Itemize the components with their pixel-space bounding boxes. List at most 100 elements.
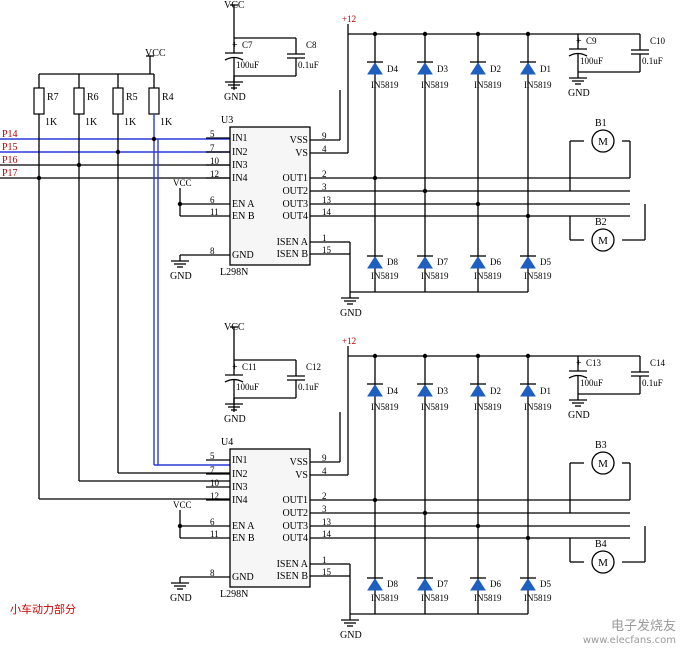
chip-pin-num: 6 bbox=[210, 195, 215, 205]
cap-value: 0.1uF bbox=[642, 378, 663, 388]
junction-dot bbox=[422, 188, 428, 194]
chip-pin-left: EN B bbox=[232, 211, 255, 222]
diode-symbol bbox=[367, 256, 383, 269]
vcc-label: VCC bbox=[145, 48, 166, 59]
diode-symbol bbox=[470, 62, 486, 75]
diode-symbol bbox=[417, 578, 433, 591]
resistor-ref: R6 bbox=[87, 92, 99, 103]
chip-ref: U3 bbox=[221, 115, 233, 126]
chip-u3 bbox=[229, 126, 311, 266]
chip-pin-left: IN1 bbox=[232, 133, 248, 144]
cap-value: 0.1uF bbox=[298, 382, 319, 392]
motor-letter: M bbox=[598, 136, 608, 148]
chip-pin-num: 4 bbox=[322, 466, 327, 476]
gnd-label: GND bbox=[340, 630, 362, 641]
port-label-p15: P15 bbox=[2, 142, 18, 153]
resistor-R5 bbox=[112, 87, 124, 115]
cap-plus: + bbox=[232, 40, 238, 51]
chip-pin-num: 8 bbox=[210, 246, 215, 256]
diode-symbol bbox=[520, 62, 536, 75]
junction-dot bbox=[525, 535, 531, 541]
chip-u4 bbox=[229, 448, 311, 588]
chip-pin-right: OUT3 bbox=[282, 199, 308, 210]
gnd-label: GND bbox=[170, 271, 192, 282]
chip-pin-num: 10 bbox=[210, 478, 220, 488]
chip-pin-num: 8 bbox=[210, 568, 215, 578]
chip-pin-num: 4 bbox=[322, 144, 327, 154]
motor-letter: M bbox=[598, 557, 608, 569]
diode-symbol bbox=[367, 384, 383, 397]
diode-ref: D8 bbox=[387, 257, 398, 267]
junction-dot bbox=[475, 201, 481, 207]
cap-value: 100uF bbox=[236, 60, 259, 70]
chip-pin-num: 1 bbox=[322, 555, 327, 565]
diode-part: IN5819 bbox=[371, 402, 399, 412]
junction-dot bbox=[525, 353, 531, 359]
chip-pin-num: 12 bbox=[210, 491, 219, 501]
diode-symbol bbox=[470, 578, 486, 591]
diode-symbol bbox=[417, 62, 433, 75]
diode-part: IN5819 bbox=[371, 593, 399, 603]
motor-letter: M bbox=[598, 458, 608, 470]
junction-dot bbox=[475, 353, 481, 359]
chip-part: L298N bbox=[220, 589, 248, 600]
diode-part: IN5819 bbox=[421, 593, 449, 603]
diode-part: IN5819 bbox=[474, 593, 502, 603]
chip-pin-left: IN3 bbox=[232, 160, 248, 171]
chip-pin-left: EN A bbox=[232, 199, 255, 210]
port-label-p16: P16 bbox=[2, 155, 18, 166]
diode-symbol bbox=[470, 384, 486, 397]
chip-part: L298N bbox=[220, 267, 248, 278]
diode-ref: D2 bbox=[490, 386, 501, 396]
chip-pin-left: GND bbox=[232, 250, 254, 261]
chip-pin-num: 7 bbox=[210, 465, 215, 475]
motor-label: B4 bbox=[595, 539, 607, 550]
cap-plate-curved bbox=[224, 56, 244, 61]
chip-pin-num: 3 bbox=[322, 182, 327, 192]
chip-pin-num: 11 bbox=[210, 207, 219, 217]
diode-part: IN5819 bbox=[371, 271, 399, 281]
chip-pin-right: ISEN A bbox=[277, 237, 309, 248]
resistor-ref: R7 bbox=[47, 92, 59, 103]
motor-label: B2 bbox=[595, 217, 607, 228]
chip-pin-num: 9 bbox=[322, 131, 327, 141]
diode-ref: D8 bbox=[387, 579, 398, 589]
port-label-p14: P14 bbox=[2, 129, 18, 140]
diode-ref: D4 bbox=[387, 64, 398, 74]
motor-label: B1 bbox=[595, 118, 607, 129]
cap-plus: + bbox=[232, 362, 238, 373]
cap-ref: C9 bbox=[586, 36, 597, 46]
watermark-title: 电子发烧友 bbox=[610, 619, 676, 634]
junction-dot bbox=[525, 213, 531, 219]
diode-ref: D1 bbox=[540, 386, 551, 396]
chip-pin-num: 2 bbox=[322, 491, 327, 501]
junction-dot bbox=[525, 31, 531, 37]
chip-pin-num: 11 bbox=[210, 529, 219, 539]
junction-dot bbox=[475, 31, 481, 37]
gnd-label: GND bbox=[568, 410, 590, 421]
chip-pin-right: VS bbox=[295, 470, 308, 481]
chip-pin-right: OUT1 bbox=[282, 173, 308, 184]
diode-part: IN5819 bbox=[421, 402, 449, 412]
chip-pin-num: 12 bbox=[210, 169, 219, 179]
chip-pin-right: ISEN B bbox=[277, 249, 309, 260]
chip-pin-num: 14 bbox=[322, 529, 332, 539]
resistor-value: 1K bbox=[45, 117, 58, 128]
diode-symbol bbox=[520, 384, 536, 397]
chip-pin-num: 2 bbox=[322, 169, 327, 179]
chip-pin-right: OUT3 bbox=[282, 521, 308, 532]
cap-ref: C12 bbox=[306, 362, 321, 372]
gnd-label: GND bbox=[170, 593, 192, 604]
diode-ref: D4 bbox=[387, 386, 398, 396]
chip-pin-right: VSS bbox=[290, 457, 308, 468]
motor-b4 bbox=[591, 550, 615, 574]
cap-ref: C7 bbox=[242, 40, 253, 50]
diode-ref: D2 bbox=[490, 64, 501, 74]
motor-b3 bbox=[591, 451, 615, 475]
schematic-caption: 小车动力部分 bbox=[10, 603, 76, 616]
diode-part: IN5819 bbox=[371, 80, 399, 90]
chip-pin-num: 6 bbox=[210, 517, 215, 527]
junction-dot bbox=[422, 353, 428, 359]
motor-b1 bbox=[591, 129, 615, 153]
cap-value: 100uF bbox=[236, 382, 259, 392]
